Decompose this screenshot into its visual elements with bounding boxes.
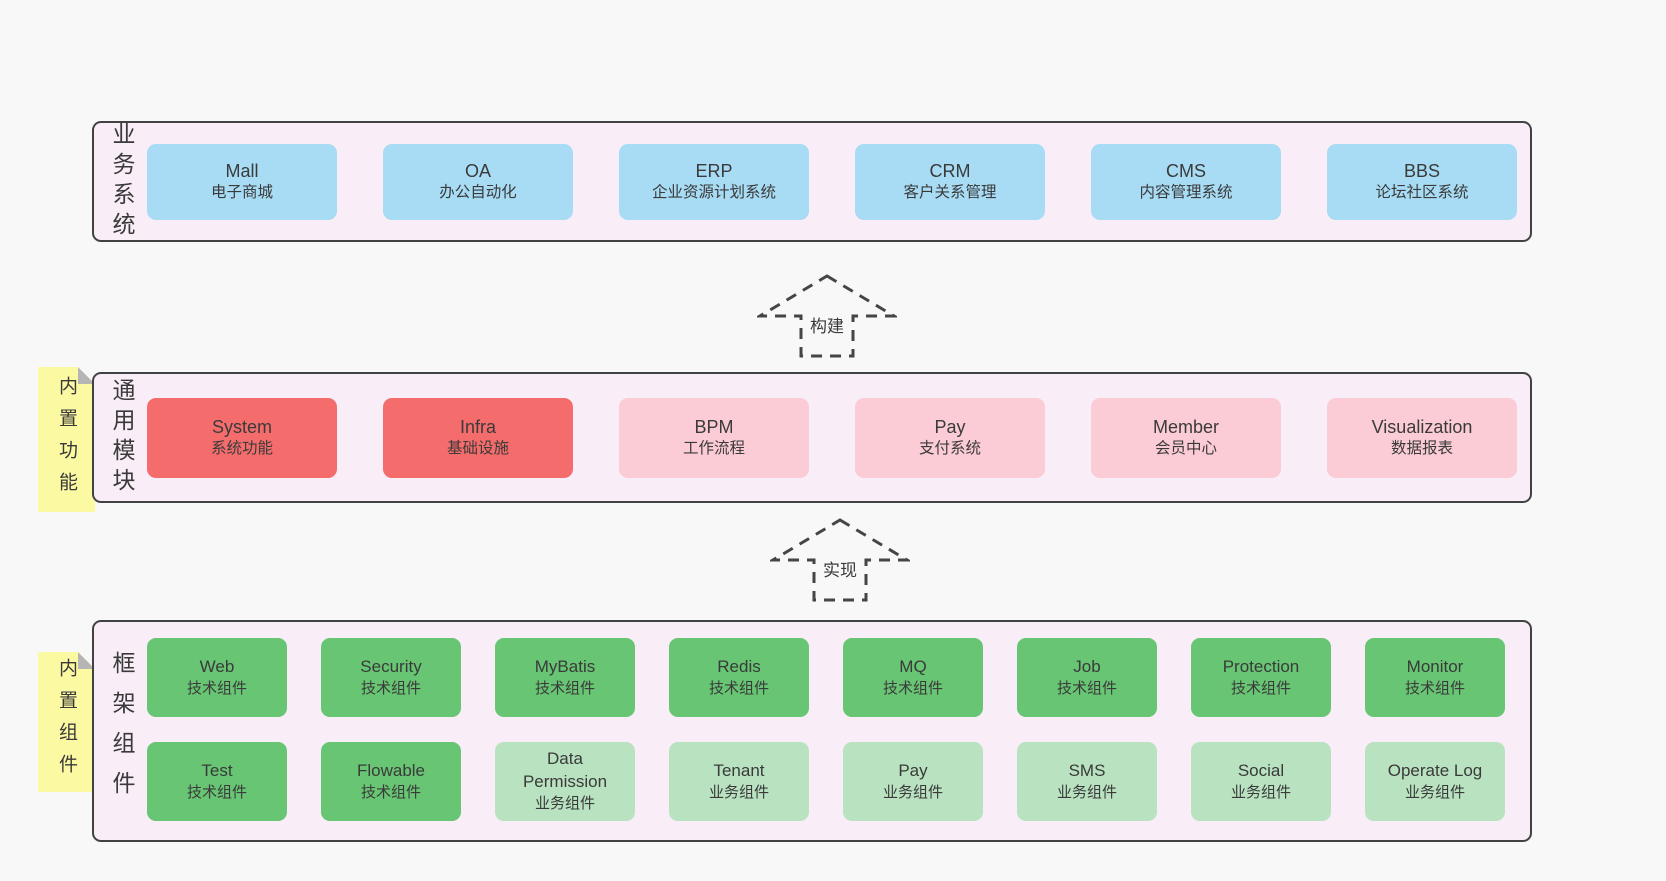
box-security: Security 技术组件 <box>321 638 461 717</box>
tag-built-in-components: 内置组件 <box>38 652 95 792</box>
box-flowable: Flowable 技术组件 <box>321 742 461 821</box>
box-infra: Infra 基础设施 <box>383 397 573 478</box>
dashed-up-arrow-icon <box>770 518 910 602</box>
box-operate-log: Operate Log 业务组件 <box>1365 742 1505 821</box>
arrow-build-up: 构建 <box>757 272 897 360</box>
box-pay-module: Pay 支付系统 <box>855 397 1045 478</box>
tag-label: 内置组件 <box>56 658 77 786</box>
panel-common-modules: 通用模块 System 系统功能 Infra 基础设施 BPM 工作流程 Pay… <box>92 372 1532 503</box>
box-protection: Protection 技术组件 <box>1191 638 1331 717</box>
framework-row-technical: Web 技术组件 Security 技术组件 MyBatis 技术组件 Redi… <box>147 638 1505 717</box>
box-sms: SMS 业务组件 <box>1017 742 1157 821</box>
box-social: Social 业务组件 <box>1191 742 1331 821</box>
box-bpm: BPM 工作流程 <box>619 397 809 478</box>
panel-label-framework-components: 框架组件 <box>109 651 135 811</box>
tag-built-in-features: 内置功能 <box>38 367 95 512</box>
arrow-implement-up: 实现 <box>770 516 910 604</box>
arrow-label: 构建 <box>808 312 846 337</box>
box-erp: ERP 企业资源计划系统 <box>619 143 809 220</box>
box-crm: CRM 客户关系管理 <box>855 143 1045 220</box>
arrow-label: 实现 <box>821 556 859 581</box>
box-system: System 系统功能 <box>147 397 337 478</box>
box-job: Job 技术组件 <box>1017 638 1157 717</box>
framework-row-business: Test 技术组件 Flowable 技术组件 Data Permission … <box>147 742 1505 821</box>
panel-business-systems: 业务系统 Mall 电子商城 OA 办公自动化 ERP 企业资源计划系统 CRM… <box>92 121 1532 242</box>
box-tenant: Tenant 业务组件 <box>669 742 809 821</box>
box-pay-component: Pay 业务组件 <box>843 742 983 821</box>
box-cms: CMS 内容管理系统 <box>1091 143 1281 220</box>
box-redis: Redis 技术组件 <box>669 638 809 717</box>
box-data-permission: Data Permission 业务组件 <box>495 742 635 821</box>
box-oa: OA 办公自动化 <box>383 143 573 220</box>
box-web: Web 技术组件 <box>147 638 287 717</box>
box-visualization: Visualization 数据报表 <box>1327 397 1517 478</box>
box-mybatis: MyBatis 技术组件 <box>495 638 635 717</box>
modules-box-row: System 系统功能 Infra 基础设施 BPM 工作流程 Pay 支付系统… <box>147 374 1517 501</box>
box-mall: Mall 电子商城 <box>147 143 337 220</box>
panel-framework-components: 框架组件 Web 技术组件 Security 技术组件 MyBatis 技术组件… <box>92 620 1532 842</box>
panel-label-common-modules: 通用模块 <box>109 377 135 498</box>
dashed-up-arrow-icon <box>757 274 897 358</box>
box-bbs: BBS 论坛社区系统 <box>1327 143 1517 220</box>
box-monitor: Monitor 技术组件 <box>1365 638 1505 717</box>
box-member: Member 会员中心 <box>1091 397 1281 478</box>
panel-label-business-systems: 业务系统 <box>109 121 135 242</box>
box-mq: MQ 技术组件 <box>843 638 983 717</box>
tag-label: 内置功能 <box>56 375 77 504</box>
business-box-row: Mall 电子商城 OA 办公自动化 ERP 企业资源计划系统 CRM 客户关系… <box>147 123 1517 240</box>
box-test: Test 技术组件 <box>147 742 287 821</box>
